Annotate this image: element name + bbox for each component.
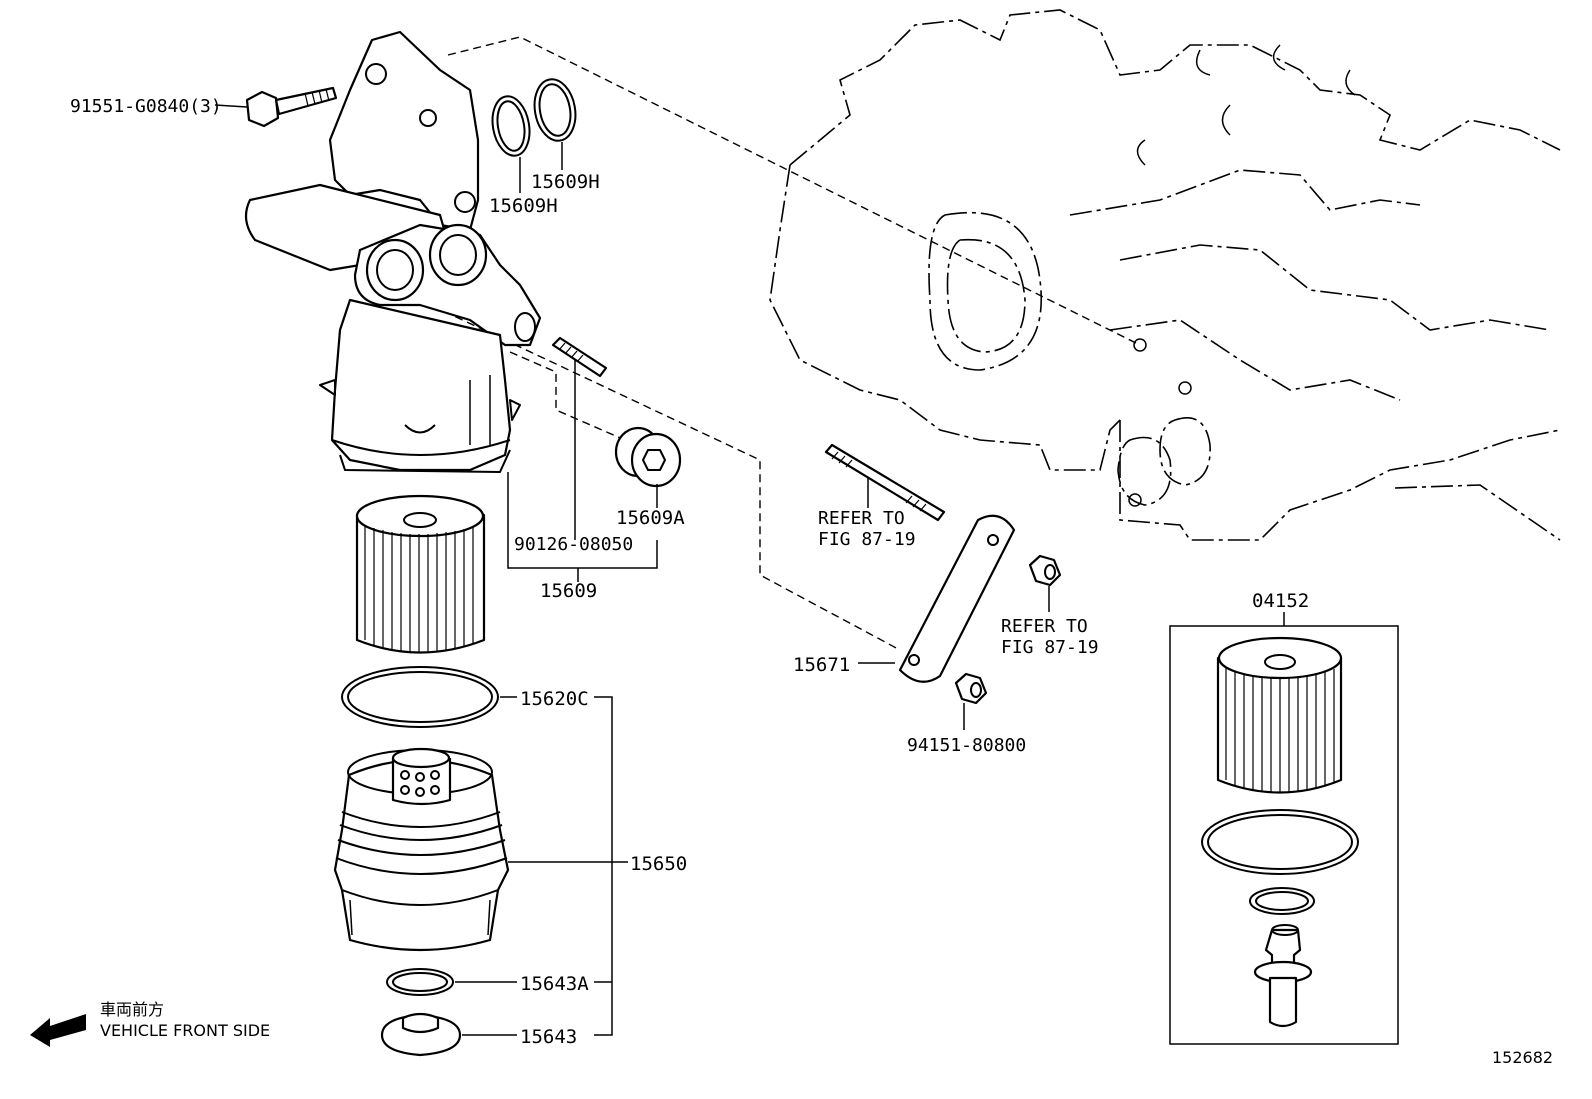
cap-group-bracket <box>455 696 628 1036</box>
filter-cap <box>333 747 510 952</box>
small-o-ring <box>386 968 454 996</box>
engine-block-outline <box>769 9 1561 541</box>
nut-lower <box>954 672 988 730</box>
stud-part <box>551 336 608 540</box>
label-front-en: VEHICLE FRONT SIDE <box>100 1021 270 1040</box>
label-oring-big: 15620C <box>520 688 589 710</box>
label-kit: 04152 <box>1252 590 1309 612</box>
part-labels: 91551-G0840(3) 15609H 15609H 15609A 9012… <box>70 96 1553 1067</box>
dashed-connection-lines <box>419 36 1141 651</box>
front-arrow-icon <box>30 1014 86 1047</box>
label-refer-stud-1: REFER TO <box>818 508 905 529</box>
label-refer-nut-2: FIG 87-19 <box>1001 637 1099 658</box>
label-nut: 94151-80800 <box>907 735 1026 756</box>
label-bolt: 91551-G0840(3) <box>70 96 222 117</box>
nut-upper <box>1028 554 1062 612</box>
label-gasket-b: 15609H <box>531 171 600 193</box>
label-gasket-a: 15609H <box>489 195 558 217</box>
label-drain-plug: 15643 <box>520 1026 577 1048</box>
label-refer-nut-1: REFER TO <box>1001 616 1088 637</box>
label-cap: 15650 <box>630 853 687 875</box>
filter-element <box>355 494 486 654</box>
label-oring-small: 15643A <box>520 973 589 995</box>
label-refer-stud-2: FIG 87-19 <box>818 529 916 550</box>
label-front-jp: 車両前方 <box>100 1000 164 1019</box>
label-plug: 15609A <box>616 507 685 529</box>
bracket-part <box>858 514 1016 683</box>
label-stud-part: 90126-08050 <box>514 534 633 555</box>
plug-part <box>507 426 682 582</box>
label-bracket: 15671 <box>793 654 850 676</box>
drain-plug <box>380 1012 462 1057</box>
label-housing-assy: 15609 <box>540 580 597 602</box>
big-o-ring <box>341 666 499 728</box>
refer-stud <box>824 443 946 522</box>
kit-box <box>1169 612 1399 1045</box>
oil-filter-housing <box>244 30 542 473</box>
gasket-rings <box>491 78 577 193</box>
bolt-part <box>214 86 338 128</box>
figure-number: 152682 <box>1492 1048 1553 1067</box>
